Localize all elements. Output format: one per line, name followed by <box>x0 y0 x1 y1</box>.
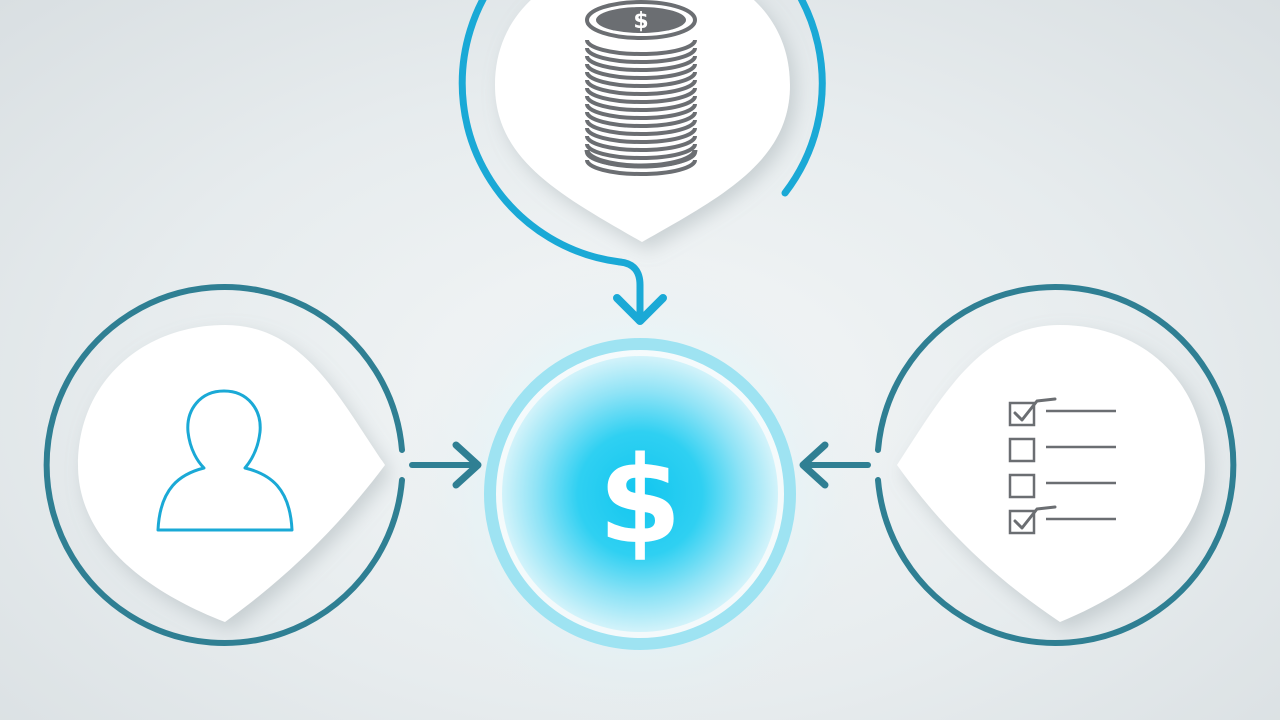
coin-edge <box>585 79 697 96</box>
left-node <box>43 284 482 646</box>
checklist-item <box>1008 397 1116 427</box>
checklist-item <box>1008 437 1116 463</box>
coin-edge <box>585 63 697 80</box>
right-node-card <box>897 325 1205 622</box>
coin-edge <box>585 127 697 144</box>
user-icon <box>156 389 294 532</box>
right-node <box>799 284 1237 646</box>
right-arrow-icon <box>452 441 482 489</box>
left-node-card <box>78 325 385 622</box>
checklist-item <box>1008 505 1116 535</box>
coin-edge <box>585 111 697 128</box>
top-node: $ <box>458 0 826 325</box>
coin-edge <box>585 71 697 88</box>
top-connector-line <box>616 258 644 322</box>
coin-stack-icon: $ <box>584 0 698 176</box>
center-node: $ <box>484 338 796 650</box>
coin-edge <box>585 103 697 120</box>
checked-box-icon <box>1008 401 1036 427</box>
coin-dollar-symbol: $ <box>633 9 648 34</box>
center-ring <box>484 338 796 650</box>
coin-edge <box>585 135 697 152</box>
top-node-ring <box>458 0 826 266</box>
coin-edge <box>585 119 697 136</box>
dollar-sign-icon: $ <box>598 432 682 571</box>
left-arrow-icon <box>799 441 829 489</box>
checkmark-icon <box>1013 505 1057 530</box>
checked-box-icon <box>1008 509 1036 535</box>
center-core <box>502 356 778 632</box>
down-arrow-icon <box>613 294 667 325</box>
coin-edge <box>585 47 697 64</box>
coin-base <box>584 149 698 169</box>
checklist-item <box>1008 473 1116 499</box>
right-node-ring <box>875 284 1237 646</box>
checkmark-icon <box>1013 397 1057 422</box>
coin-edge <box>585 55 697 72</box>
unchecked-box-icon <box>1008 473 1036 499</box>
coin-edge <box>585 39 697 56</box>
coin-edge <box>585 159 697 176</box>
coin-edge <box>585 95 697 112</box>
checklist-icon <box>1008 397 1116 535</box>
left-node-ring <box>43 284 405 646</box>
coin-edge <box>585 143 697 160</box>
coin-edge <box>585 87 697 104</box>
unchecked-box-icon <box>1008 437 1036 463</box>
